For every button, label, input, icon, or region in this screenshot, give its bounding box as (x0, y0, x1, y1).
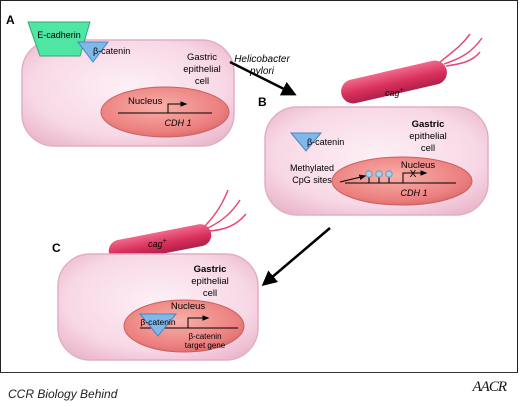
panel-b-cell-label-2: epithelial (409, 131, 447, 142)
panel-b-block-mark: X (410, 169, 417, 180)
h-pylori-label-1: Helicobacter (234, 54, 290, 65)
methyl-group-icon (385, 170, 393, 178)
panel-b-cell-label-3: cell (421, 143, 435, 154)
panel-a-cell-label-2: epithelial (183, 64, 221, 75)
methylated-label-2: CpG sites (292, 175, 332, 185)
panel-b-cell-label-1: Gastric (412, 119, 445, 130)
bacterium-c-body (108, 224, 212, 262)
panel-b-letter: B (258, 95, 267, 109)
bacterium-c-strain: cag+ (148, 238, 167, 249)
panel-a-beta-catenin-icon (77, 41, 109, 63)
panel-c-beta-catenin-icon (138, 313, 178, 337)
panel-c-transcription-arrow (187, 315, 210, 328)
panel-a-letter: A (6, 13, 15, 27)
diagram-canvas: A Gastric epithelial cell E-cadherin β-c… (6, 13, 489, 361)
e-cadherin-label: E-cadherin (37, 30, 81, 40)
panel-a-cell-label-1: Gastric (187, 52, 217, 63)
panel-a-transcription-arrow (167, 101, 188, 113)
aacr-logo: AACR (472, 379, 507, 395)
panel-c-target-label-2: target gene (185, 341, 226, 350)
methyl-group-icon (365, 170, 373, 178)
panel-c-cell-label-1: Gastric (194, 264, 227, 275)
panel-a-nucleus (100, 86, 230, 138)
methylated-label-1: Methylated (290, 163, 334, 173)
panel-c-cell-label-2: epithelial (191, 276, 229, 287)
panel-b: cag+ B Gastric epithelial cell β-catenin… (258, 33, 489, 216)
panel-a-beta-catenin-label: β-catenin (93, 46, 130, 56)
panel-b-nucleus-label: Nucleus (401, 160, 436, 171)
h-pylori-label-2: pylori (249, 66, 275, 77)
panel-c-cell-label-3: cell (203, 288, 217, 299)
panel-b-nucleus (331, 156, 473, 206)
e-cadherin-shape (27, 21, 91, 57)
footer-bar: CCR Biology Behind AACR (0, 372, 518, 405)
bacterium-c-flagella (204, 189, 247, 232)
panel-b-beta-catenin-label: β-catenin (307, 137, 344, 147)
bacterium-b-body (341, 60, 447, 104)
methylated-cpg-sites (365, 170, 393, 183)
panel-c-target-label-1: β-catenin (188, 332, 221, 341)
methyl-group-icon (375, 170, 383, 178)
arrow-b-to-c (261, 227, 331, 286)
panel-c-nucleus (123, 299, 245, 353)
panel-b-blocked-arrow (402, 170, 428, 183)
panel-b-beta-catenin-icon (289, 132, 323, 152)
panel-b-gene-label: CDH 1 (400, 188, 427, 198)
panel-c-nucleus-label: Nucleus (171, 301, 206, 312)
panel-c-beta-catenin-label: β-catenin (140, 317, 175, 327)
panel-c-letter: C (52, 241, 61, 255)
bacterium-b: cag+ (341, 33, 483, 104)
panel-a: A Gastric epithelial cell E-cadherin β-c… (6, 13, 235, 147)
bacterium-b-strain: cag+ (385, 87, 404, 98)
methylated-pointer-arrow (339, 174, 367, 183)
panel-a-nucleus-label: Nucleus (128, 96, 163, 107)
bacterium-c: cag+ (108, 189, 247, 262)
panel-a-cell-label-3: cell (195, 76, 209, 87)
panel-c: cag+ C Gastric epithelial cell Nucleus β… (52, 189, 259, 361)
arrow-a-to-b (229, 60, 297, 96)
footer-caption: CCR Biology Behind (8, 387, 118, 401)
panel-a-gene-label: CDH 1 (164, 118, 191, 128)
bacterium-b-flagella (439, 33, 483, 67)
